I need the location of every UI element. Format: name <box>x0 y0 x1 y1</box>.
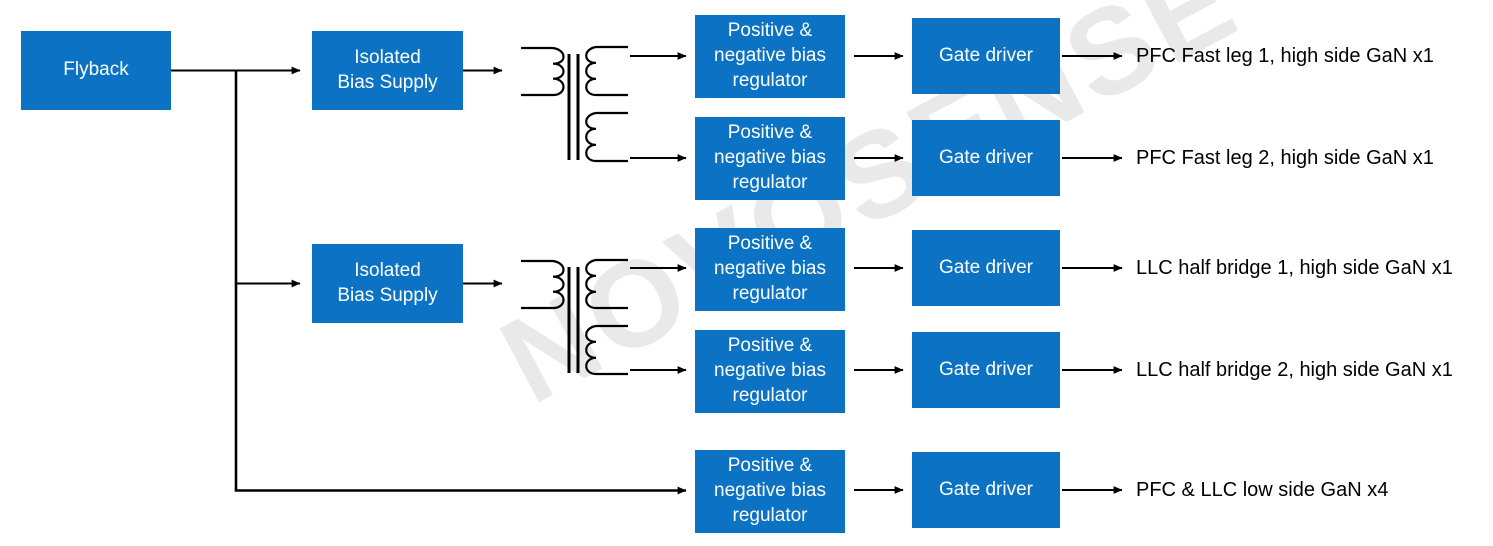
block-isolated-bias-supply-2[interactable]: Isolated Bias Supply <box>312 244 463 323</box>
transformer-2-secondary-b-coil <box>585 324 597 376</box>
block-regulator-3[interactable]: Positive & negative bias regulator <box>695 228 845 311</box>
block-gate-driver-2[interactable]: Gate driver <box>912 120 1060 196</box>
block-regulator-5[interactable]: Positive & negative bias regulator <box>695 450 845 533</box>
output-label-1: PFC Fast leg 1, high side GaN x1 <box>1136 45 1434 67</box>
block-isolated-bias-supply-1-label: Isolated Bias Supply <box>337 46 438 93</box>
transformer-1-primary-coil <box>552 46 565 97</box>
block-regulator-2[interactable]: Positive & negative bias regulator <box>695 117 845 200</box>
block-regulator-1-label: Positive & negative bias regulator <box>714 20 826 91</box>
block-regulator-4[interactable]: Positive & negative bias regulator <box>695 330 845 413</box>
block-gate-driver-4[interactable]: Gate driver <box>912 332 1060 408</box>
output-label-5: PFC & LLC low side GaN x4 <box>1136 479 1389 501</box>
block-gate-driver-3[interactable]: Gate driver <box>912 230 1060 306</box>
block-flyback-label: Flyback <box>63 59 129 81</box>
block-gate-driver-5[interactable]: Gate driver <box>912 452 1060 528</box>
block-isolated-bias-supply-2-label: Isolated Bias Supply <box>337 259 438 306</box>
transformer-2 <box>521 258 628 376</box>
output-label-2: PFC Fast leg 2, high side GaN x1 <box>1136 147 1434 169</box>
transformer-2-primary-coil <box>552 259 565 310</box>
block-regulator-2-label: Positive & negative bias regulator <box>714 122 826 193</box>
block-gate-driver-1[interactable]: Gate driver <box>912 18 1060 94</box>
block-regulator-4-label: Positive & negative bias regulator <box>714 335 826 406</box>
block-regulator-5-label: Positive & negative bias regulator <box>714 455 826 526</box>
output-label-3: LLC half bridge 1, high side GaN x1 <box>1136 257 1453 279</box>
block-regulator-3-label: Positive & negative bias regulator <box>714 233 826 304</box>
transformer-1-secondary-a-coil <box>585 45 597 97</box>
transformer-2-secondary-a-coil <box>585 258 597 310</box>
block-flyback[interactable]: Flyback <box>21 31 171 110</box>
block-regulator-1[interactable]: Positive & negative bias regulator <box>695 15 845 98</box>
block-gate-driver-2-label: Gate driver <box>939 146 1033 168</box>
output-label-4: LLC half bridge 2, high side GaN x1 <box>1136 359 1453 381</box>
transformer-1 <box>521 45 628 163</box>
block-isolated-bias-supply-1[interactable]: Isolated Bias Supply <box>312 31 463 110</box>
transformer-1-secondary-b-coil <box>585 111 597 163</box>
block-gate-driver-5-label: Gate driver <box>939 478 1033 500</box>
block-gate-driver-4-label: Gate driver <box>939 358 1033 380</box>
block-gate-driver-1-label: Gate driver <box>939 44 1033 66</box>
block-gate-driver-3-label: Gate driver <box>939 256 1033 278</box>
